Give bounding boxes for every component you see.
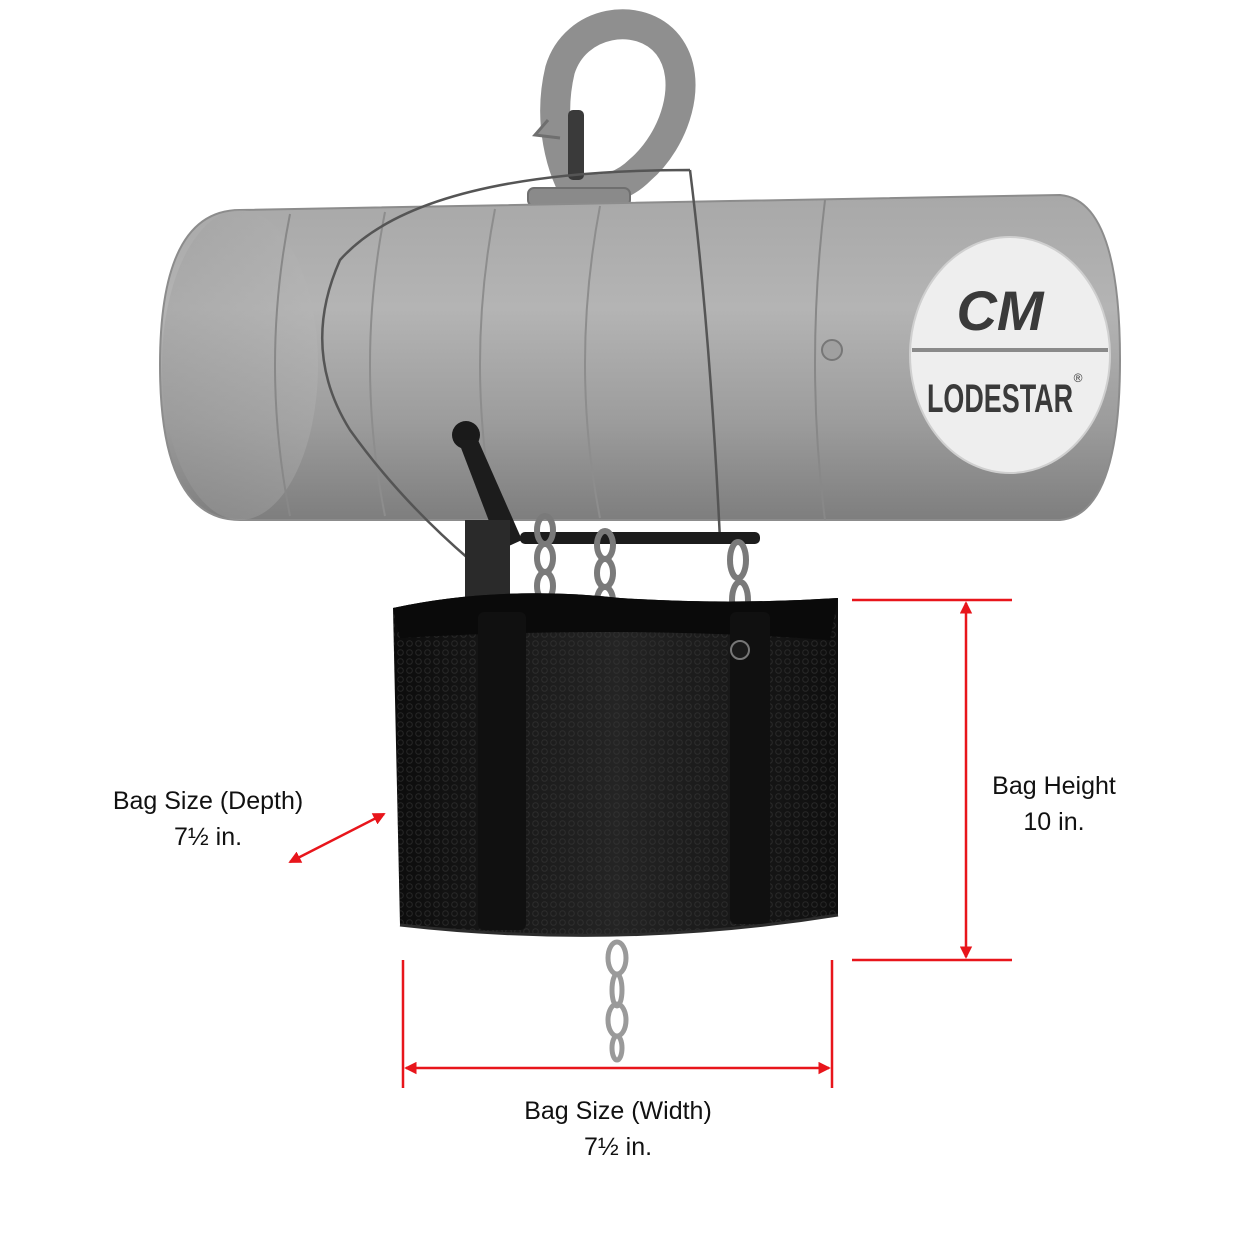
hoist-bracket — [452, 421, 760, 600]
width-dimension — [401, 960, 834, 1088]
logo-trademark: ® — [1074, 371, 1083, 385]
logo-mark: CM — [956, 279, 1044, 342]
depth-label: Bag Size (Depth) 7½ in. — [98, 783, 318, 855]
width-label-value: 7½ in. — [583, 1133, 653, 1161]
depth-dimension — [288, 812, 386, 864]
height-label: Bag Height 10 in. — [974, 768, 1134, 840]
height-label-title: Bag Height — [992, 772, 1116, 800]
load-chain-lower — [605, 939, 629, 1063]
width-label-title: Bag Size (Width) — [524, 1097, 712, 1125]
width-label: Bag Size (Width) 7½ in. — [508, 1093, 728, 1165]
lodestar-logo: CM LODESTAR ® — [909, 236, 1111, 474]
height-dimension — [852, 598, 1012, 962]
wire-cable — [320, 168, 722, 561]
logo-name: LODESTAR — [927, 377, 1073, 421]
hook — [527, 9, 696, 215]
hoist-body — [158, 193, 1122, 521]
depth-label-value: 7½ in. — [173, 823, 243, 851]
depth-label-title: Bag Size (Depth) — [112, 787, 304, 815]
height-label-value: 10 in. — [1023, 808, 1085, 836]
chain-bag — [393, 593, 839, 937]
